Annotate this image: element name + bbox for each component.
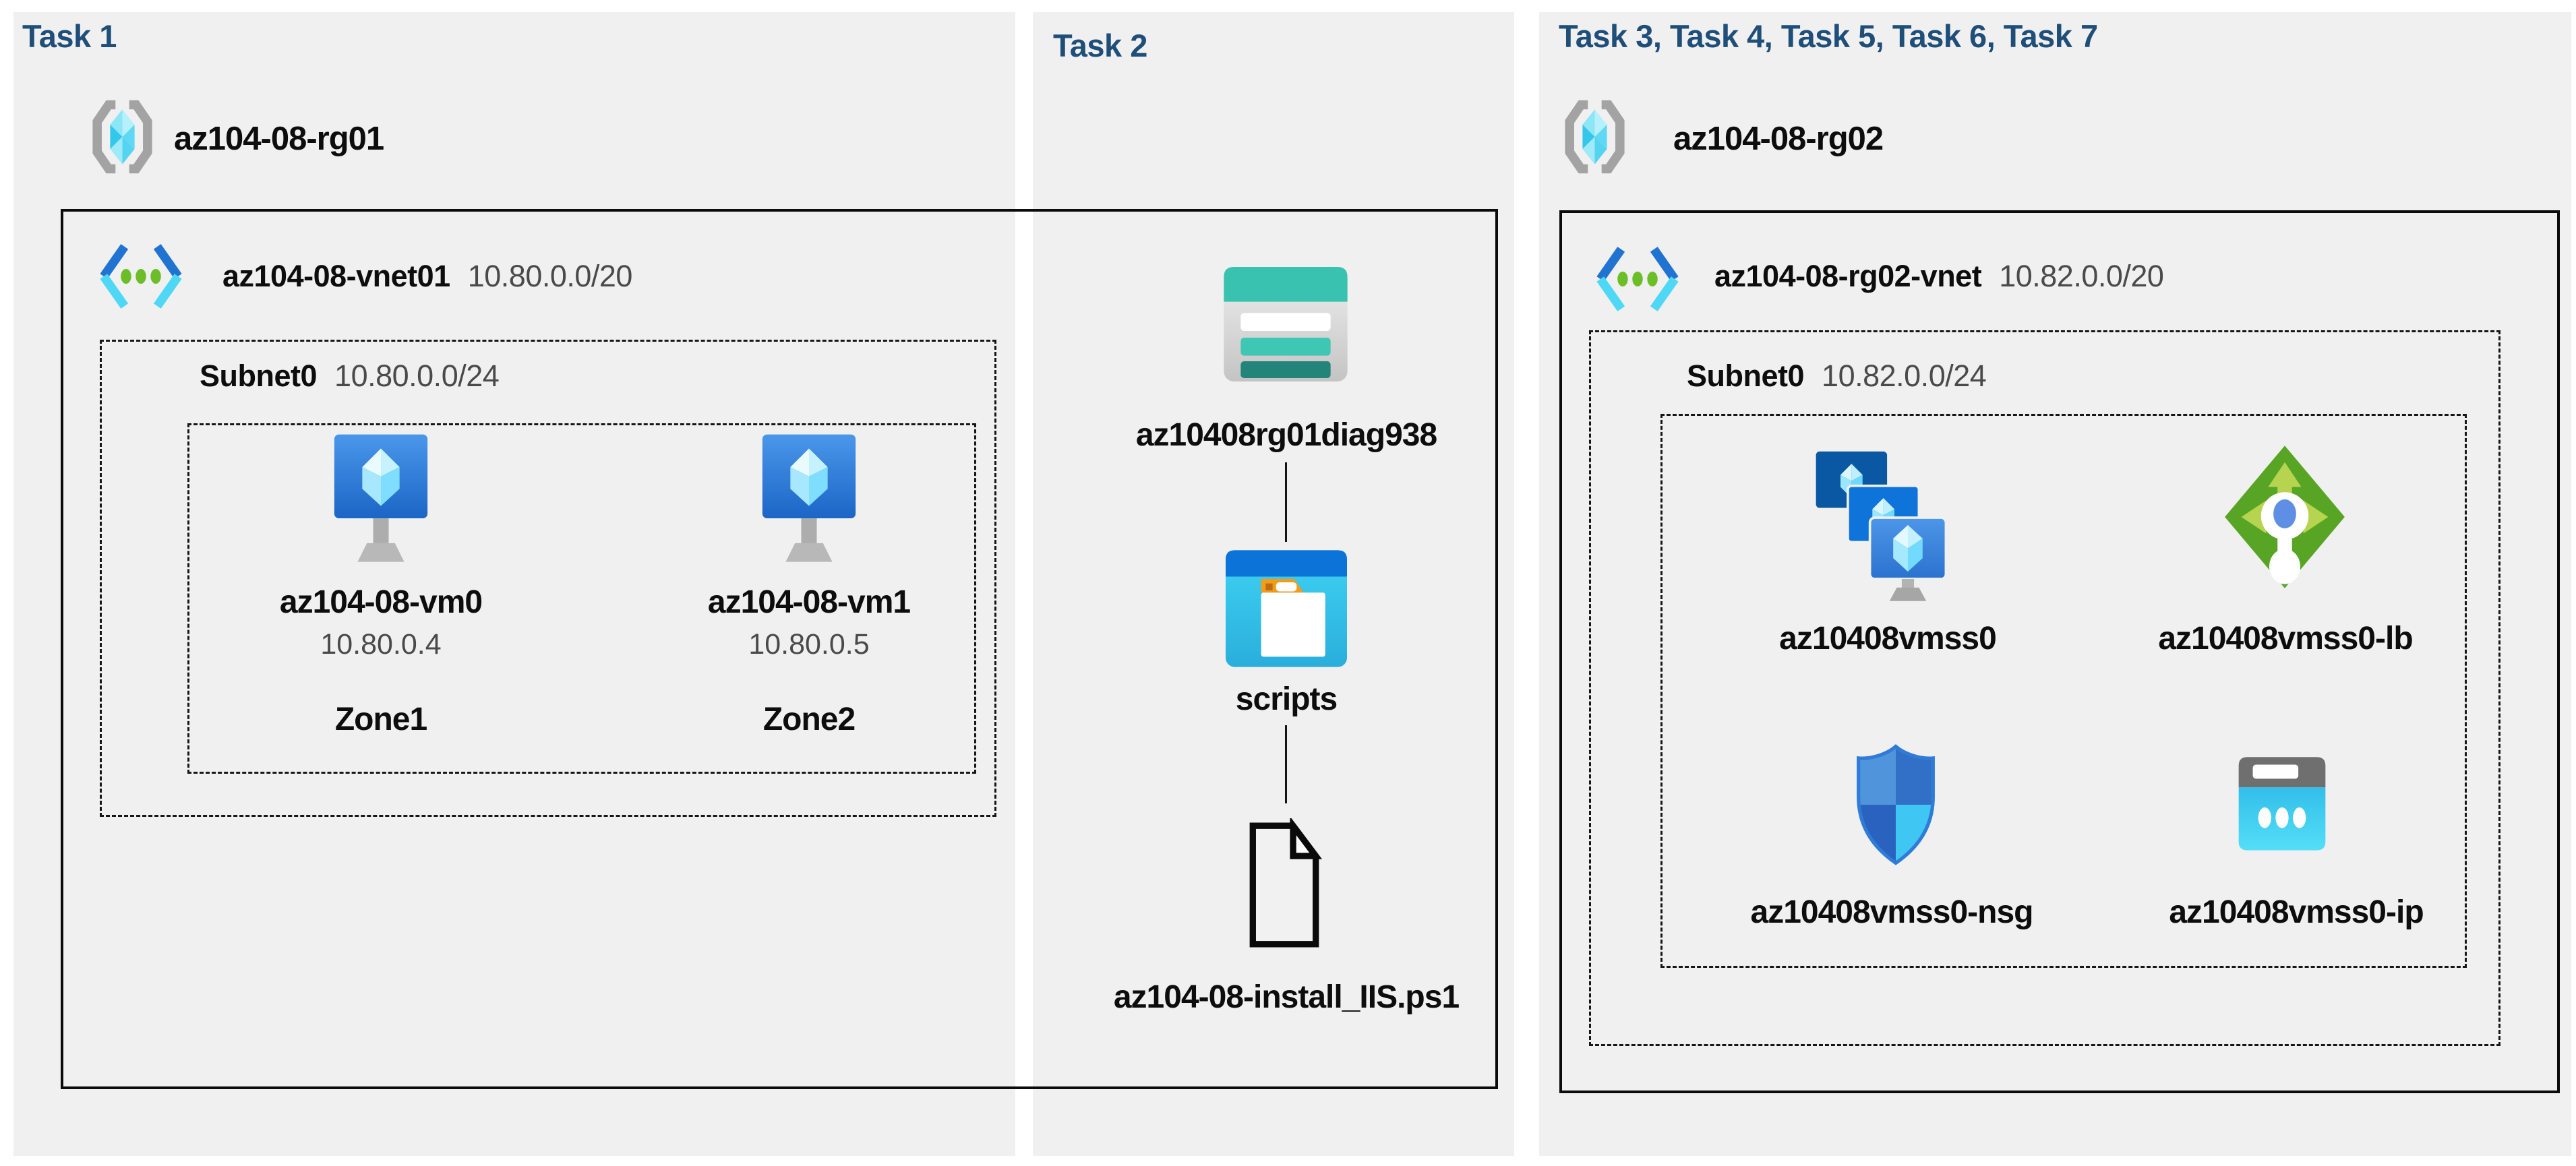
task3-resource-group-name: az104-08-rg02 [1673, 121, 1884, 157]
task3-subnet-cidr: 10.82.0.0/24 [1822, 359, 1987, 393]
task1-vnet-cidr: 10.80.0.0/20 [467, 259, 633, 293]
connector-container-file [1285, 725, 1287, 803]
task3-vnet-box [1559, 210, 2560, 1093]
task1-title: Task 1 [22, 18, 117, 54]
task3-title: Task 3, Task 4, Task 5, Task 6, Task 7 [1559, 18, 2098, 54]
network-security-group-icon [1857, 744, 1935, 865]
task1-subnet-cidr: 10.80.0.0/24 [334, 359, 500, 393]
public-ip-icon [2238, 757, 2326, 851]
nsg-name: az10408vmss0-nsg [1750, 894, 2034, 930]
vm0-zone: Zone1 [334, 702, 427, 737]
container-name: scripts [1235, 681, 1338, 717]
virtual-network-icon [1596, 247, 1679, 311]
task2-title: Task 2 [1053, 28, 1147, 63]
virtual-machine-icon [334, 434, 428, 562]
task3-vnet-cidr: 10.82.0.0/20 [1999, 259, 2164, 293]
vm0-name: az104-08-vm0 [279, 584, 483, 620]
virtual-network-icon [100, 244, 182, 309]
task1-subnet-label: Subnet0 10.80.0.0/24 [200, 359, 500, 394]
task1-zones-box [187, 423, 976, 774]
task1-subnet-name: Subnet0 [200, 359, 318, 393]
task3-subnet-name: Subnet0 [1687, 359, 1805, 393]
connector-storage-container [1285, 462, 1287, 542]
vm1-name: az104-08-vm1 [707, 584, 911, 620]
vm0-ip: 10.80.0.4 [320, 628, 442, 661]
task1-subnet-box [100, 340, 996, 817]
script-file-name: az104-08-install_IIS.ps1 [1113, 979, 1460, 1015]
vmss-name: az10408vmss0 [1779, 621, 1997, 656]
vm-scale-set-icon [1816, 451, 1948, 601]
panel-task3 [1539, 12, 2571, 1156]
storage-account-icon [1224, 267, 1348, 381]
resource-group-icon [1565, 100, 1625, 174]
storage-account-name: az10408rg01diag938 [1135, 417, 1437, 453]
blob-container-icon [1226, 550, 1347, 667]
resource-group-icon [92, 100, 152, 174]
task1-vnet-box [61, 209, 1498, 1089]
public-ip-name: az10408vmss0-ip [2169, 894, 2424, 930]
task3-subnet-label: Subnet0 10.82.0.0/24 [1687, 359, 1987, 394]
load-balancer-icon [2225, 446, 2345, 588]
task3-vnet-name: az104-08-rg02-vnet [1714, 259, 1982, 293]
panel-task1 [13, 12, 1015, 1156]
task3-vnet-label: az104-08-rg02-vnet 10.82.0.0/20 [1714, 259, 2164, 294]
task1-vnet-label: az104-08-vnet01 10.80.0.0/20 [222, 259, 632, 294]
task3-subnet-box [1589, 330, 2500, 1046]
virtual-machine-icon [762, 434, 856, 562]
file-icon [1249, 818, 1323, 948]
task1-resource-group-name: az104-08-rg01 [174, 121, 384, 157]
load-balancer-name: az10408vmss0-lb [2158, 621, 2413, 656]
vm1-ip: 10.80.0.5 [748, 628, 870, 661]
task1-vnet-name: az104-08-vnet01 [222, 259, 450, 293]
vm1-zone: Zone2 [762, 702, 856, 737]
task3-resources-box [1660, 414, 2467, 968]
